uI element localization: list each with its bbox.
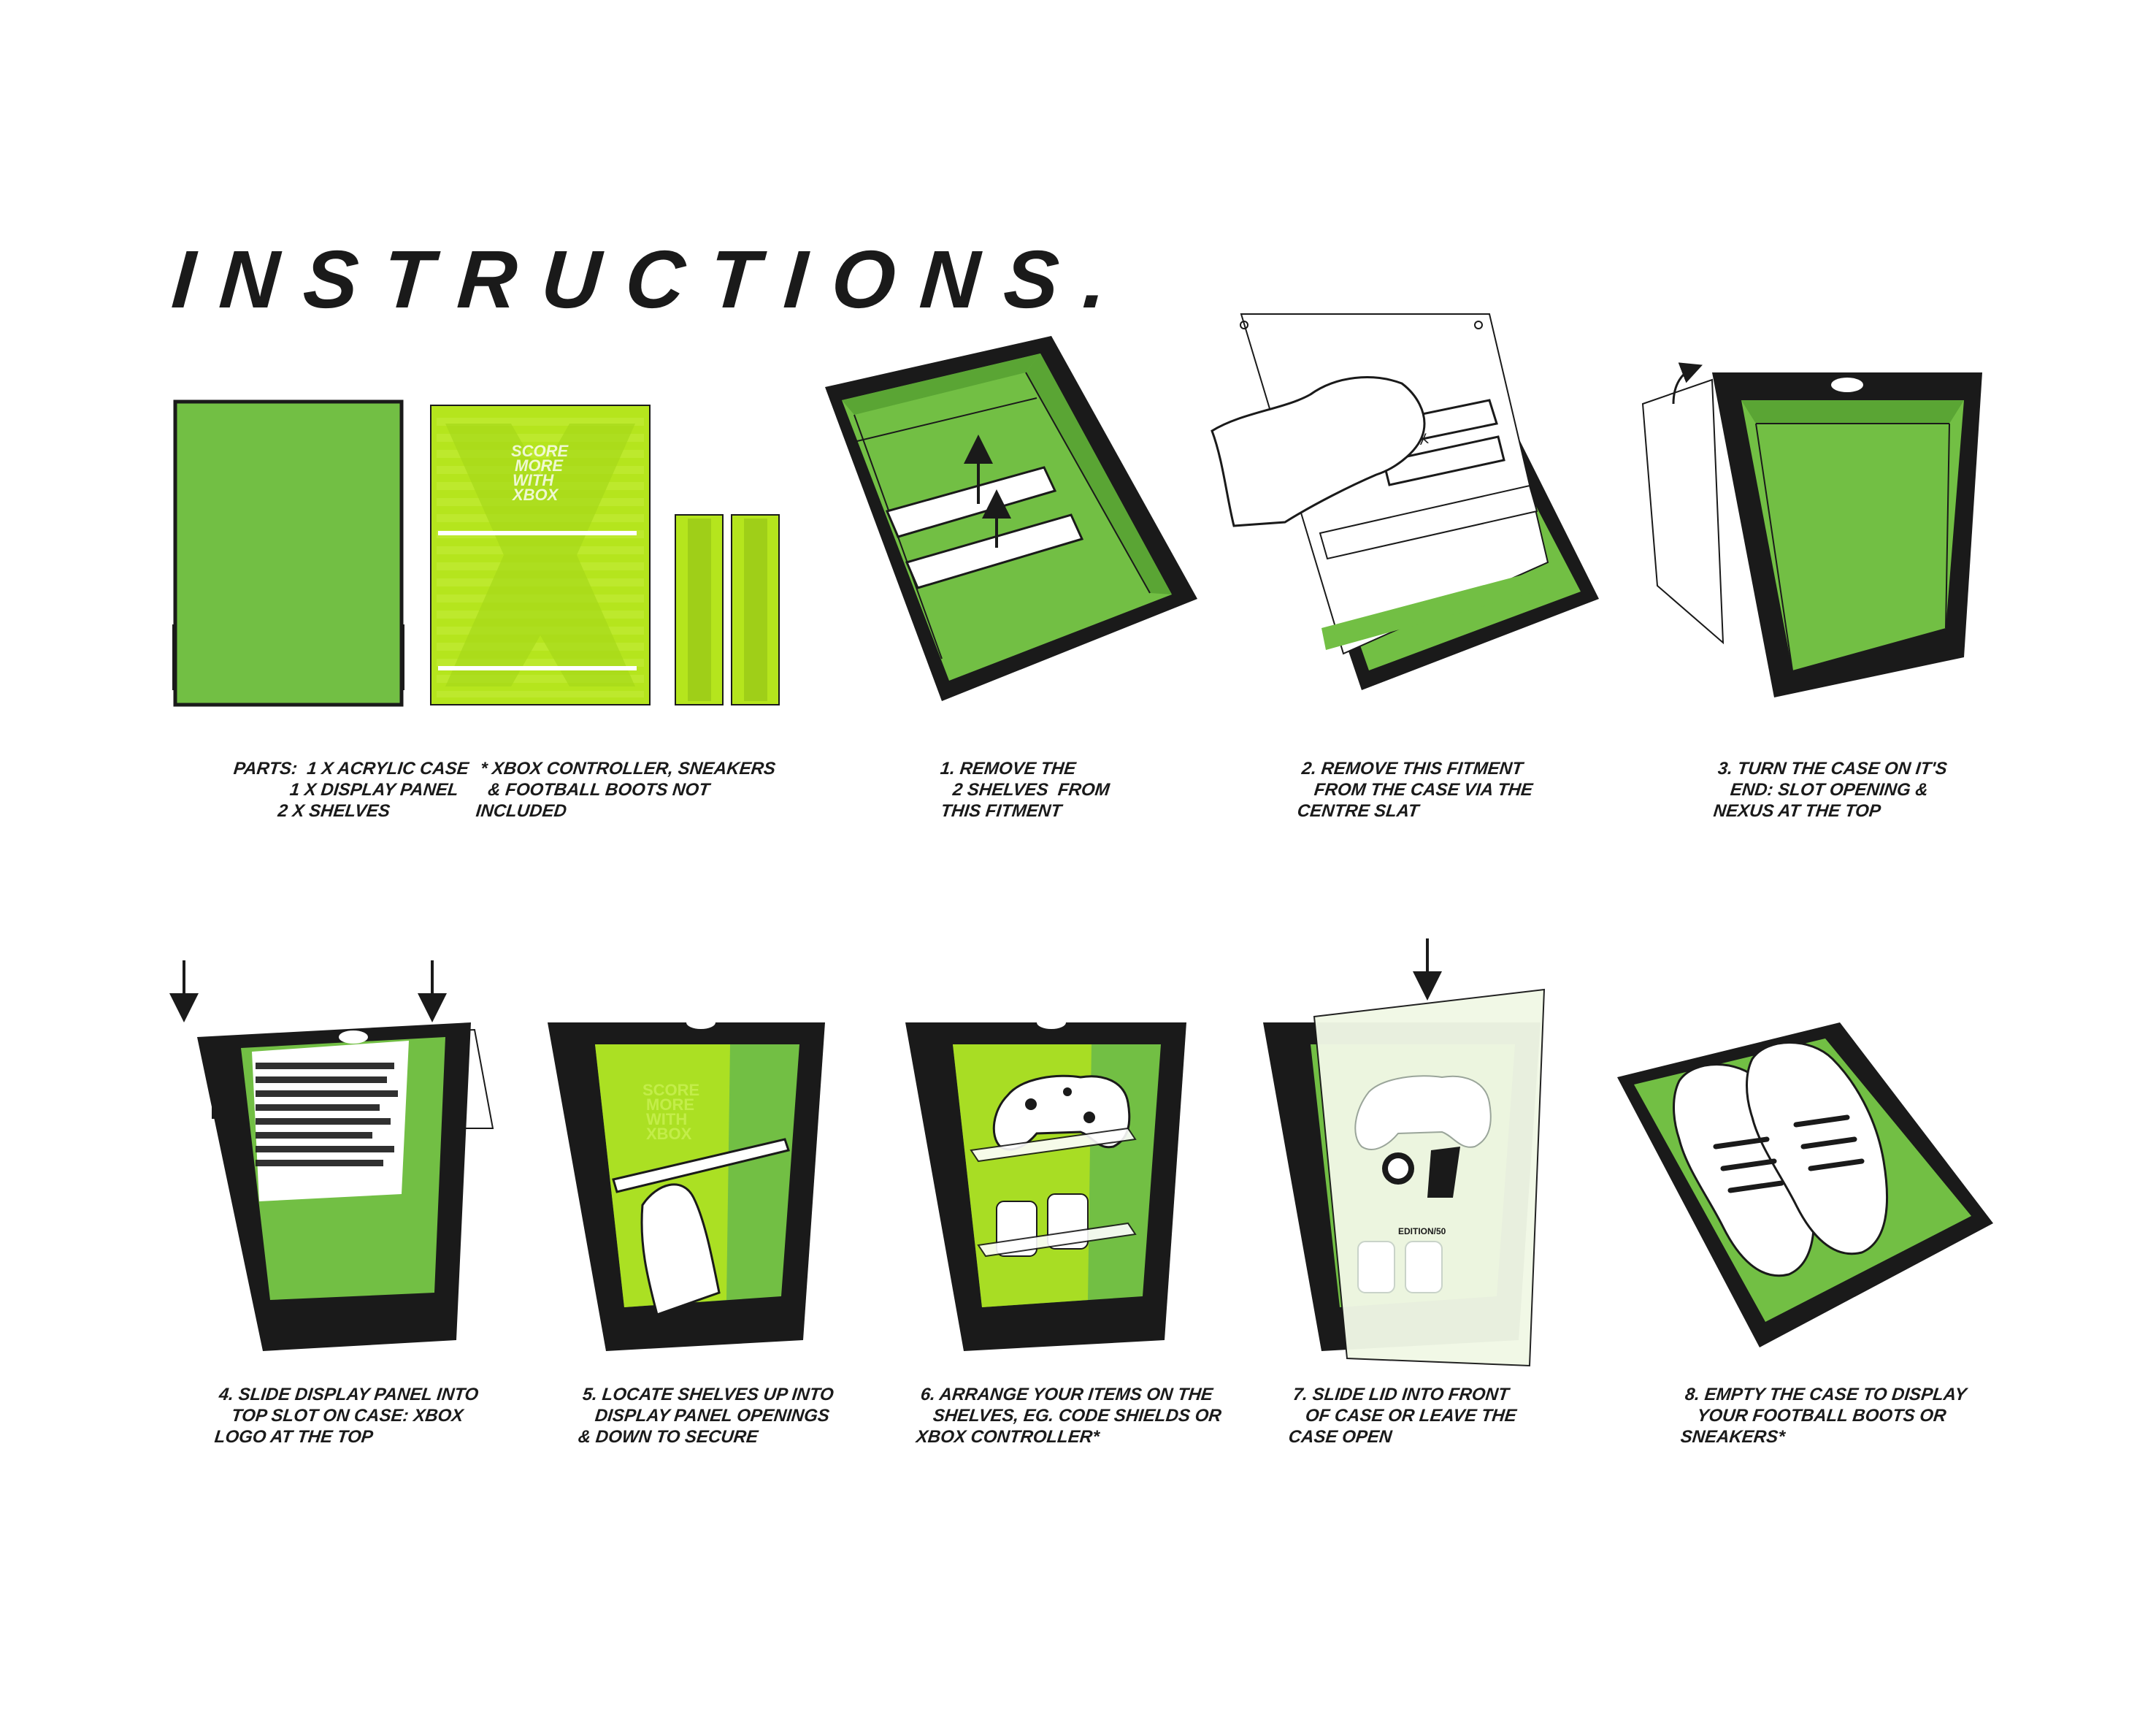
caption-line: 2. REMOVE THIS FITMENT: [1301, 758, 1536, 779]
caption-line: TOP SLOT ON CASE: XBOX: [215, 1405, 477, 1426]
step7-box-illustration: EDITION/50: [1263, 938, 1544, 1366]
caption-line: * XBOX CONTROLLER, SNEAKERS: [480, 758, 777, 779]
caption-line: DISPLAY PANEL OPENINGS: [579, 1405, 832, 1426]
caption-line: FROM THE CASE VIA THE: [1298, 779, 1533, 800]
caption-step4: 4. SLIDE DISPLAY PANEL INTO TOP SLOT ON …: [213, 1384, 479, 1447]
caption-line: YOUR FOOTBALL BOOTS OR: [1681, 1405, 1965, 1426]
step6-box-illustration: [905, 1016, 1186, 1351]
caption-line: SHELVES, EG. CODE SHIELDS OR: [917, 1405, 1222, 1426]
caption-line: END: SLOT OPENING &: [1714, 779, 1946, 800]
caption-line: 2 SHELVES FROM: [937, 779, 1110, 800]
caption-line: CASE OPEN: [1287, 1426, 1515, 1447]
caption-step6: 6. ARRANGE YOUR ITEMS ON THE SHELVES, EG…: [915, 1384, 1224, 1447]
caption-line: & DOWN TO SECURE: [577, 1426, 830, 1447]
caption-line: 8. EMPTY THE CASE TO DISPLAY: [1684, 1384, 1968, 1405]
caption-line: 7. SLIDE LID INTO FRONT: [1292, 1384, 1520, 1405]
caption-line: OF CASE OR LEAVE THE: [1289, 1405, 1517, 1426]
step4-box-illustration: SCORE MORE WITH XBOX: [184, 960, 493, 1351]
step5-box-illustration: SCORE MORE WITH XBOX: [548, 1016, 825, 1351]
caption-step7: 7. SLIDE LID INTO FRONT OF CASE OR LEAVE…: [1287, 1384, 1519, 1447]
display-panel-part: SCORE MORE WITH XBOX: [431, 405, 650, 705]
caption-line: THIS FITMENT: [935, 800, 1108, 822]
caption-line: 1 X DISPLAY PANEL: [230, 779, 467, 800]
caption-line: & FOOTBALL BOOTS NOT: [477, 779, 774, 800]
caption-step1: 1. REMOVE THE 2 SHELVES FROM THIS FITMEN…: [935, 758, 1113, 822]
caption-step3: 3. TURN THE CASE ON IT'S END: SLOT OPENI…: [1712, 758, 1948, 822]
caption-step8: 8. EMPTY THE CASE TO DISPLAY YOUR FOOTBA…: [1679, 1384, 1968, 1447]
acrylic-case-part: [172, 402, 404, 705]
caption-line: INCLUDED: [475, 800, 772, 822]
caption-line: LOGO AT THE TOP: [213, 1426, 475, 1447]
caption-line: NEXUS AT THE TOP: [1712, 800, 1944, 822]
caption-line: 3. TURN THE CASE ON IT'S: [1717, 758, 1949, 779]
caption-parts: PARTS: 1 X ACRYLIC CASE 1 X DISPLAY PANE…: [228, 758, 469, 822]
caption-step2: 2. REMOVE THIS FITMENT FROM THE CASE VIA…: [1296, 758, 1535, 822]
caption-line: 1. REMOVE THE: [940, 758, 1113, 779]
caption-line: 2 X SHELVES: [228, 800, 465, 822]
caption-not-included: * XBOX CONTROLLER, SNEAKERS & FOOTBALL B…: [475, 758, 776, 822]
step3-box-illustration: [1643, 369, 1982, 697]
caption-line: 5. LOCATE SHELVES UP INTO: [582, 1384, 835, 1405]
caption-line: CENTRE SLAT: [1296, 800, 1531, 822]
caption-line: XBOX CONTROLLER*: [915, 1426, 1220, 1447]
caption-line: 4. SLIDE DISPLAY PANEL INTO: [218, 1384, 480, 1405]
panel-text-line: XBOX: [646, 1125, 692, 1143]
edition-label: EDITION/50: [1398, 1226, 1446, 1236]
step2-box-illustration: XBOX: [1212, 314, 1599, 690]
caption-line: SNEAKERS*: [1679, 1426, 1963, 1447]
step1-box-illustration: [825, 336, 1197, 701]
shelves-part: [675, 515, 779, 705]
step8-box-illustration: [1617, 1022, 1993, 1347]
caption-line: 6. ARRANGE YOUR ITEMS ON THE: [920, 1384, 1225, 1405]
caption-step5: 5. LOCATE SHELVES UP INTO DISPLAY PANEL …: [577, 1384, 835, 1447]
panel-text-line: XBOX: [511, 486, 559, 504]
caption-line: PARTS: 1 X ACRYLIC CASE: [233, 758, 470, 779]
